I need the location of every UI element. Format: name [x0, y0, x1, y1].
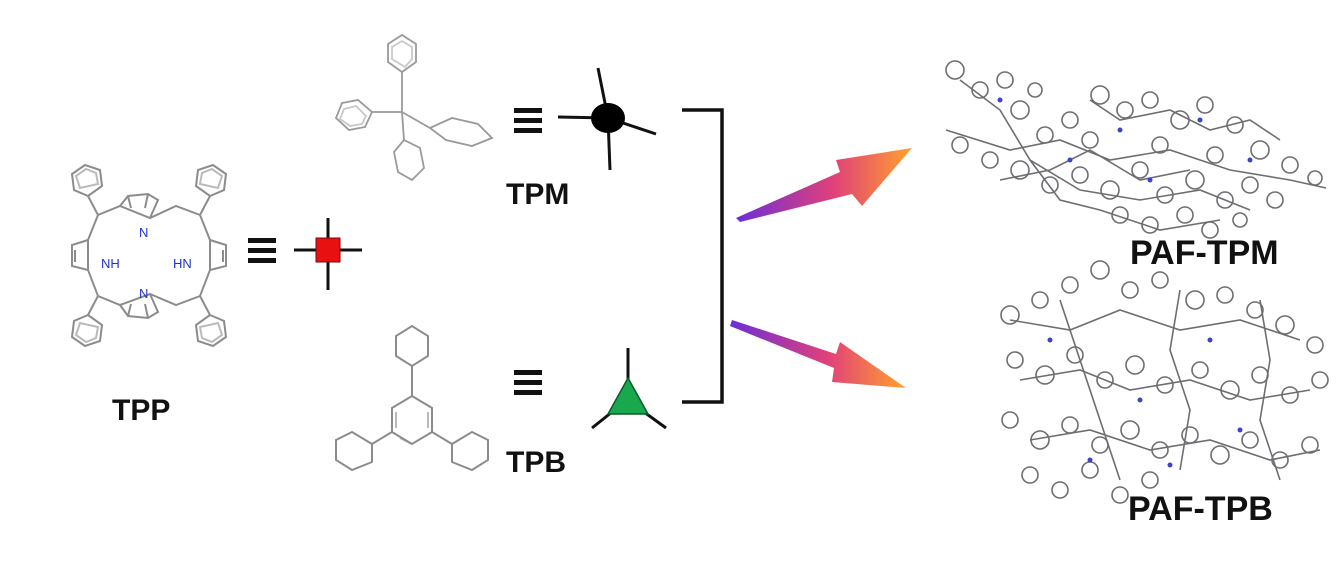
paf-tpb-network — [1000, 260, 1329, 504]
paf-tpb-nitrogen-sites — [1047, 337, 1243, 468]
square-planar-node-icon — [294, 218, 362, 290]
paf-tpm-nitrogen-sites — [997, 97, 1253, 183]
merge-bracket — [682, 108, 724, 404]
tpb-label: TPB — [506, 446, 566, 479]
tetrahedral-node-icon — [557, 67, 657, 171]
equivalence-icon-tpm — [514, 106, 542, 136]
paf-tpb-label: PAF-TPB — [1128, 490, 1273, 528]
tpm-label: TPM — [506, 178, 570, 211]
gradient-arrow-icon — [736, 148, 912, 222]
equivalence-icon-tpb — [514, 368, 542, 398]
tpb-molecule — [335, 324, 489, 472]
nitrogen-label-bottom: N — [139, 286, 149, 301]
nitrogen-label-top: N — [139, 225, 149, 240]
gradient-arrow-icon-2 — [730, 320, 906, 388]
trigonal-node-icon — [591, 348, 667, 430]
nh-label-left: NH — [101, 256, 120, 271]
tpp-molecule — [70, 163, 228, 348]
equivalence-icon-tpp — [248, 236, 276, 266]
paf-tpm-label: PAF-TPM — [1130, 234, 1279, 272]
tpp-label: TPP — [112, 394, 171, 427]
paf-tpm-network — [945, 60, 1327, 239]
hn-label-right: HN — [173, 256, 192, 271]
tpm-molecule — [334, 33, 494, 182]
